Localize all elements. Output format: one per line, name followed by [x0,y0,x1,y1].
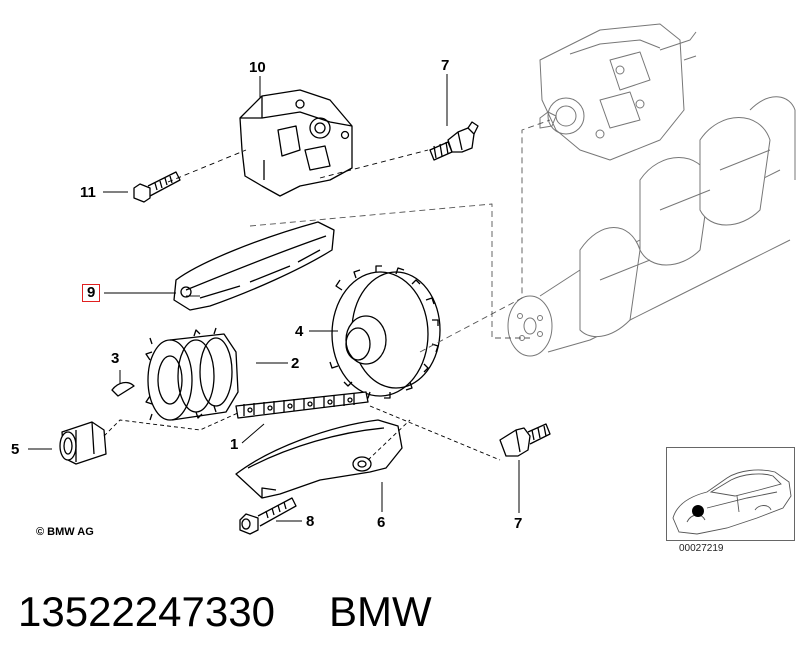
label-leaders [28,74,520,522]
label-part-3: 3 [111,350,120,367]
vehicle-location-inset [666,447,795,541]
copyright-note: © BMW AG [36,526,94,538]
label-part-7-bottom: 7 [514,515,523,532]
label-part-1: 1 [230,436,239,453]
label-part-4: 4 [295,323,304,340]
part-3-key [111,381,135,397]
part-5-sleeve [59,421,107,465]
part-number: 13522247330 [18,588,275,635]
diagram-code: 00027219 [679,543,724,554]
car-outline-icon [672,469,792,535]
part-7-top-stud [429,121,479,161]
part-10-cover [239,89,353,197]
injection-pump [539,23,697,161]
label-part-7-top: 7 [441,57,450,74]
label-part-9-highlighted[interactable]: 9 [82,284,101,302]
part-8-bolt [239,497,297,535]
footer-caption: 13522247330 BMW [18,588,432,636]
label-part-5: 5 [11,441,20,458]
part-1-chain [235,391,369,419]
label-part-6: 6 [377,514,386,531]
parts-diagram: 10 7 11 9 4 3 2 1 5 6 7 8 © BMW AG 00027… [11,23,796,554]
label-part-8: 8 [306,513,315,530]
engine-location-marker [692,505,704,517]
part-6-tensioner-rail [235,419,403,499]
part-2-crank-sprocket [145,327,239,421]
label-part-10: 10 [249,59,266,76]
part-11-bolt [133,171,181,203]
label-part-2: 2 [291,355,300,372]
part-9-chain-guide [173,221,335,311]
exploded-view-drawing [28,23,796,535]
crankshaft [507,96,796,357]
part-7-bottom-stud [499,423,551,457]
brand-name: BMW [328,588,432,635]
leader-lines [103,119,551,461]
part-4-sprocket [329,265,441,399]
label-part-11: 11 [80,184,96,201]
